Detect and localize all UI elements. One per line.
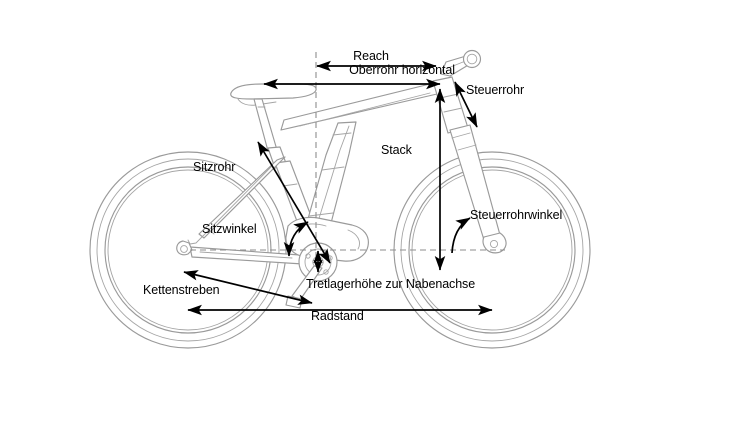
label-steuerrohrwinkel-text: Steuerrohrwinkel xyxy=(470,208,563,222)
headtube-arrow xyxy=(454,81,478,128)
seattube-arrow xyxy=(257,141,331,264)
fork xyxy=(449,124,507,254)
label-radstand-text: Radstand xyxy=(311,309,364,323)
label-sitzrohr: Sitzrohr xyxy=(193,161,235,174)
headangle-arc-arrow xyxy=(451,217,471,254)
label-stack: Stack xyxy=(381,144,412,157)
label-sitzwinkel-text: Sitzwinkel xyxy=(202,222,257,236)
rear-dropout xyxy=(176,240,193,256)
chainstay-arrow xyxy=(183,270,313,305)
label-reach-text: Reach xyxy=(353,49,389,63)
label-oberrohr-horizontal-text: Oberrohr horizontal xyxy=(349,63,455,77)
label-stack-text: Stack xyxy=(381,143,412,157)
head-tube xyxy=(432,76,469,134)
label-steuerrohr: Steuerrohr xyxy=(466,84,524,97)
label-oberrohr-horizontal: Oberrohr horizontal xyxy=(349,64,455,77)
label-tretlagerhoehe: Tretlagerhöhe zur Nabenachse xyxy=(306,278,475,291)
label-kettenstreben: Kettenstreben xyxy=(143,284,220,297)
label-steuerrohrwinkel: Steuerrohrwinkel xyxy=(470,209,562,222)
label-sitzrohr-text: Sitzrohr xyxy=(193,160,236,174)
seatangle-arc-arrow xyxy=(283,221,309,257)
label-tretlagerhoehe-text: Tretlagerhöhe zur Nabenachse xyxy=(306,277,476,291)
label-radstand: Radstand xyxy=(311,310,364,323)
label-kettenstreben-text: Kettenstreben xyxy=(143,283,220,297)
saddle xyxy=(230,83,317,106)
label-steuerrohr-text: Steuerrohr xyxy=(466,83,525,97)
handlebar-clamp xyxy=(462,49,482,69)
label-sitzwinkel: Sitzwinkel xyxy=(202,223,257,236)
label-reach: Reach xyxy=(353,50,389,63)
